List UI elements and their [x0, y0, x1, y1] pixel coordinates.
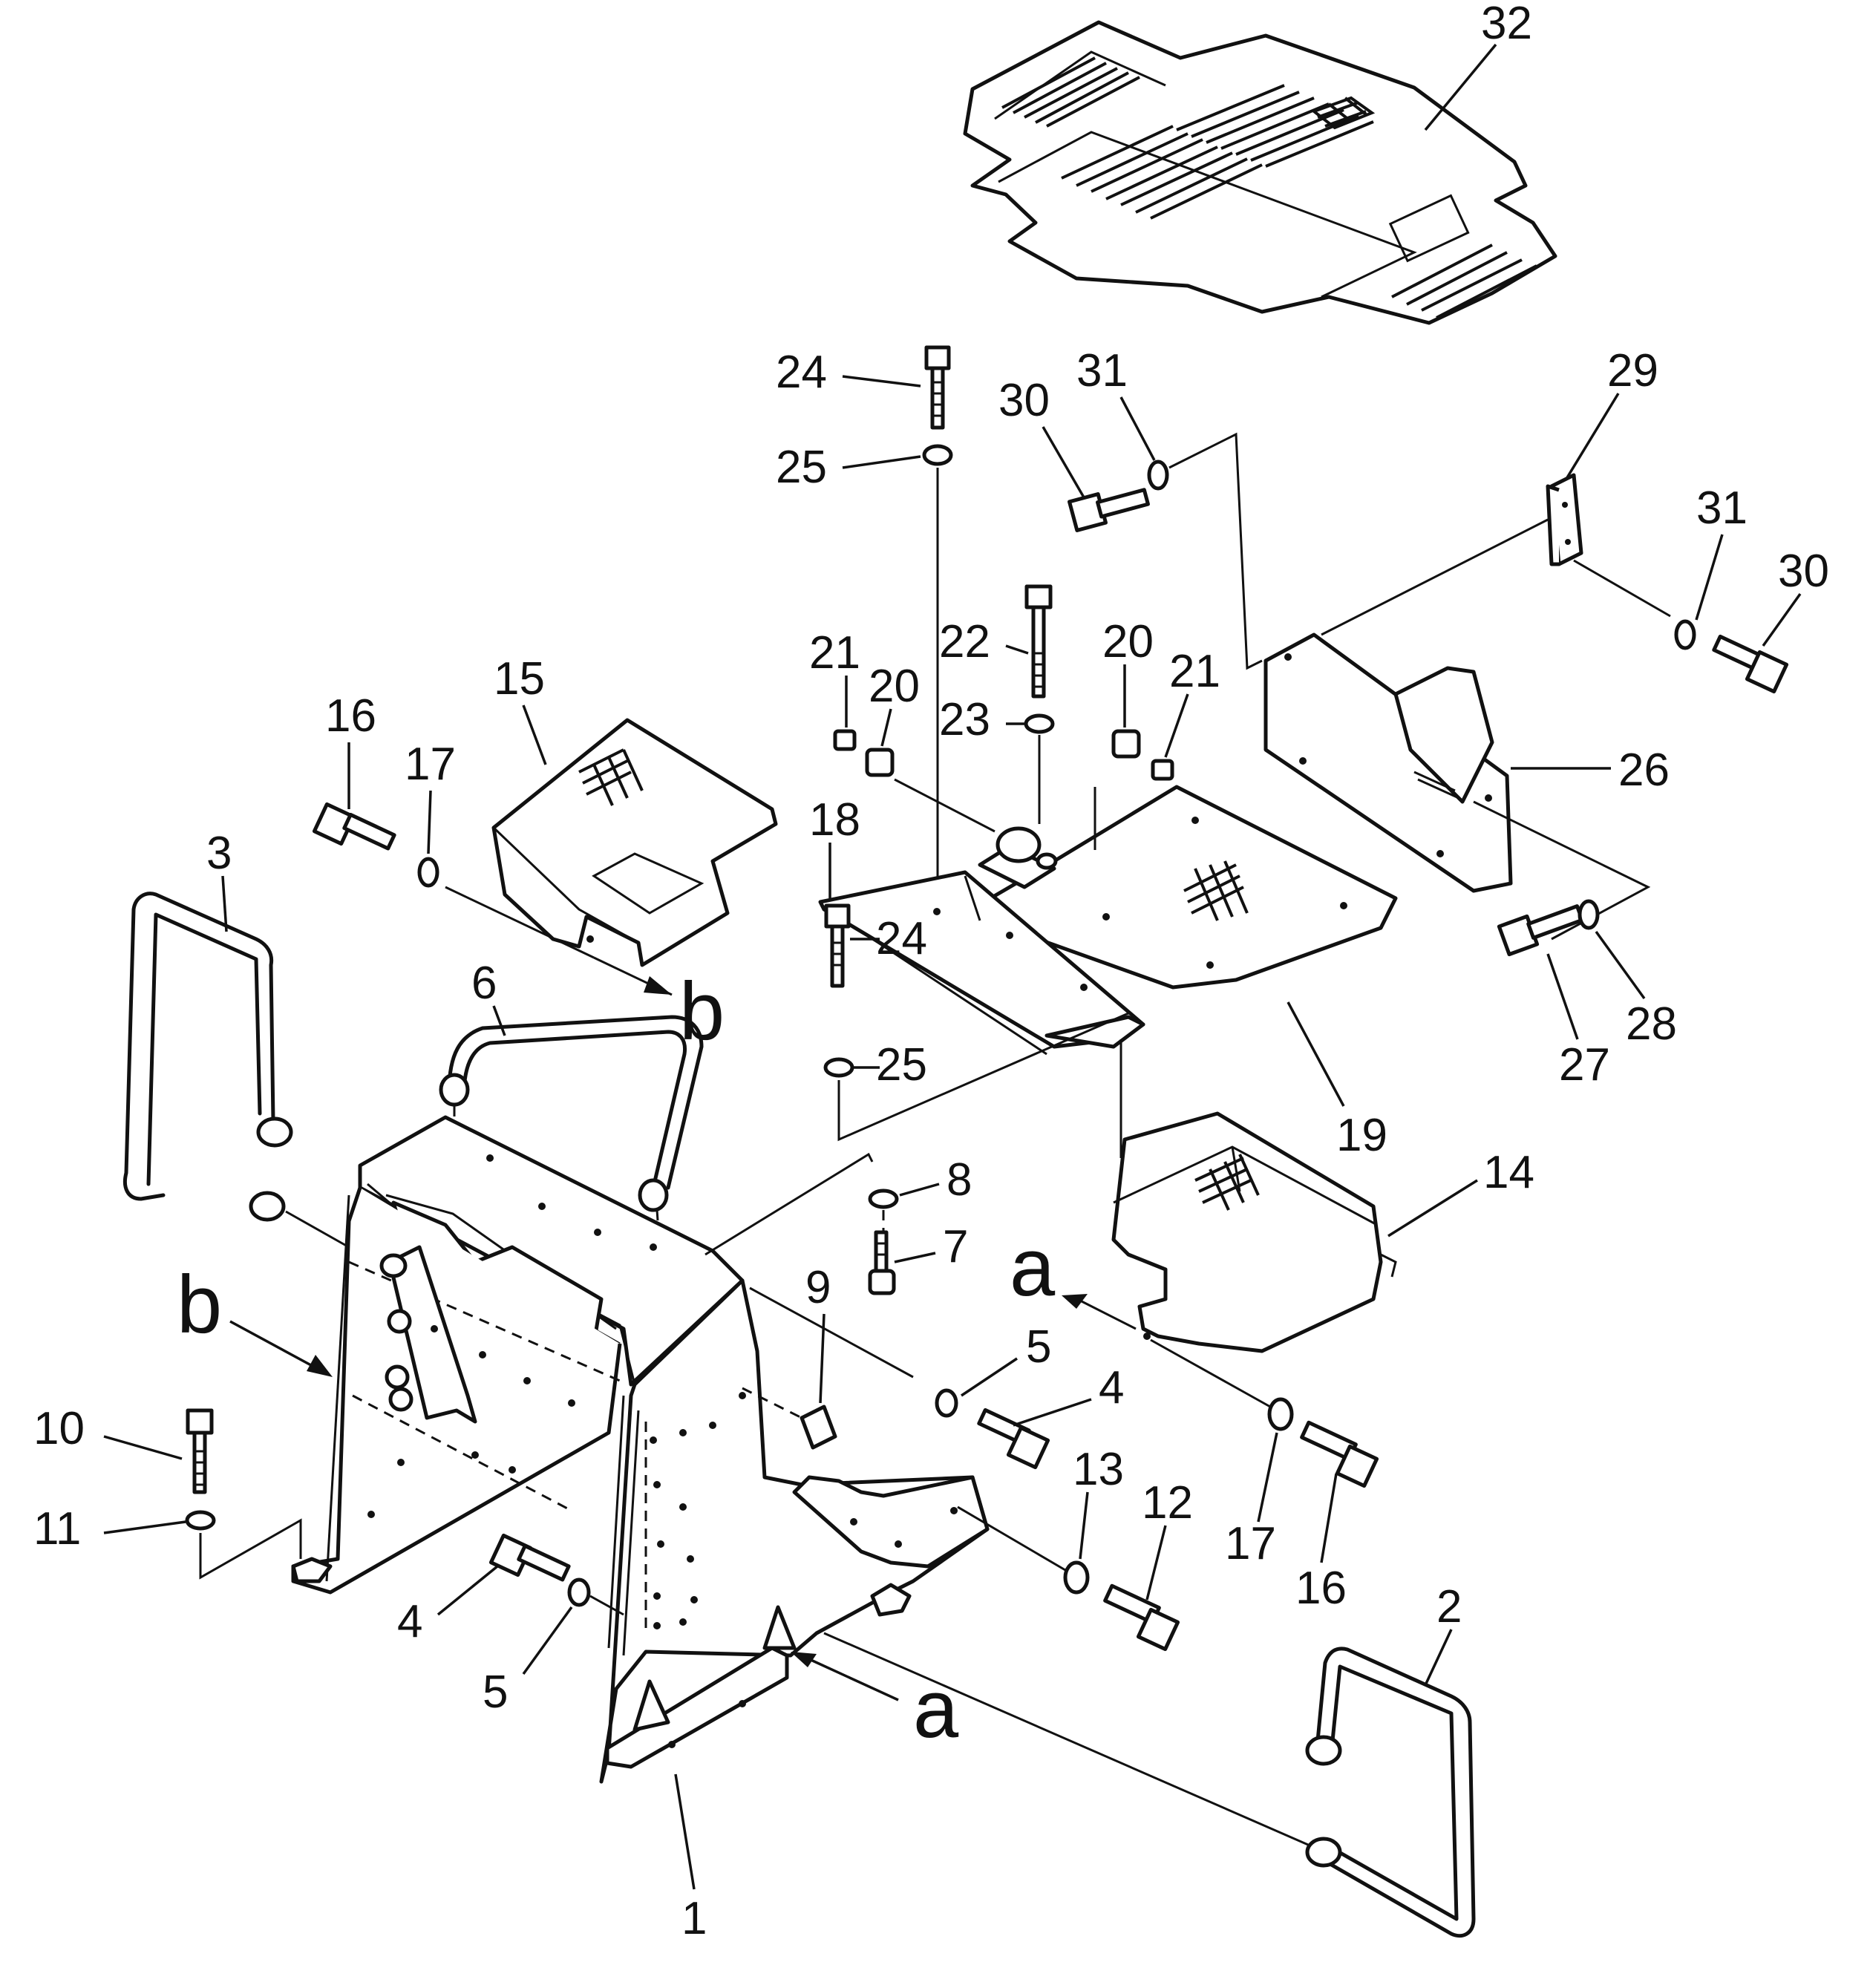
part-23-washer [1024, 713, 1055, 734]
label-19: 19 [1336, 1110, 1387, 1161]
label-21-right: 21 [1169, 646, 1220, 697]
part-25-washer-upper [922, 444, 953, 466]
part-14-cover [1111, 1111, 1397, 1353]
part-30-bolt-upper [1068, 488, 1150, 532]
label-4-upper: 4 [1099, 1362, 1124, 1413]
part-4-bolt-upper [977, 1407, 1050, 1470]
label-17-upper: 17 [405, 739, 456, 790]
part-5-washer-lower [567, 1577, 591, 1607]
label-25-upper: 25 [776, 442, 827, 493]
arrow-b-left [307, 1355, 333, 1377]
label-16-upper: 16 [325, 690, 376, 742]
part-16-bolt-upper [312, 802, 396, 851]
part-5-washer-upper [935, 1388, 958, 1418]
label-4-lower: 4 [397, 1596, 422, 1647]
part-31-washer-right [1674, 619, 1696, 650]
part-17-washer-upper [417, 857, 439, 888]
label-30-right: 30 [1778, 546, 1829, 597]
part-20-spacer-left [865, 748, 895, 777]
label-24-lower: 24 [876, 913, 927, 964]
label-6: 6 [471, 958, 497, 1009]
label-3: 3 [206, 828, 232, 879]
part-13-washer [1063, 1560, 1090, 1595]
view-a-lower: a [913, 1664, 959, 1755]
part-8-washer [868, 1188, 899, 1209]
part-32-floor-mat [963, 20, 1557, 325]
label-8: 8 [947, 1154, 972, 1206]
label-20-right: 20 [1102, 616, 1154, 667]
label-18: 18 [809, 794, 860, 846]
label-31-right: 31 [1696, 483, 1748, 534]
part-10-bolt [186, 1408, 214, 1494]
label-2: 2 [1436, 1581, 1462, 1632]
part-27-bolt [1497, 904, 1584, 957]
label-12: 12 [1142, 1477, 1193, 1528]
part-17-washer-right [1267, 1397, 1294, 1431]
label-9: 9 [805, 1262, 831, 1313]
label-32: 32 [1481, 0, 1532, 49]
part-31-washer-upper [1147, 460, 1169, 491]
label-22: 22 [939, 616, 990, 667]
label-26: 26 [1618, 745, 1670, 796]
part-20-spacer-right [1111, 729, 1141, 759]
label-31-upper: 31 [1076, 345, 1128, 396]
part-6-handrail [439, 1015, 704, 1212]
part-3-handrail [122, 892, 293, 1222]
label-16-right: 16 [1295, 1563, 1347, 1614]
label-23: 23 [939, 694, 990, 745]
part-28-washer [1578, 899, 1600, 930]
part-2-handrail [1305, 1647, 1476, 1938]
label-1: 1 [681, 1893, 707, 1944]
label-25-lower: 25 [876, 1039, 927, 1091]
label-7: 7 [943, 1221, 968, 1272]
part-16-bolt-right [1300, 1420, 1379, 1488]
label-27: 27 [1559, 1039, 1610, 1091]
part-29-bracket [1546, 473, 1583, 566]
part-9-nut [800, 1405, 837, 1450]
view-a-upper: a [1010, 1222, 1056, 1313]
leader-32 [1424, 43, 1497, 131]
label-5-upper: 5 [1026, 1321, 1051, 1373]
label-14: 14 [1483, 1147, 1534, 1198]
label-10: 10 [33, 1403, 85, 1454]
label-5-lower: 5 [483, 1667, 508, 1718]
label-30-upper: 30 [998, 375, 1050, 426]
part-21-nut-right [1151, 759, 1174, 781]
label-20-left: 20 [869, 661, 920, 712]
part-11-washer [185, 1510, 216, 1531]
part-19-floor-plate [963, 785, 1398, 990]
part-24-bolt-upper [924, 345, 951, 430]
part-12-bolt [1103, 1583, 1180, 1652]
part-26-side-plate [1263, 632, 1513, 893]
part-7-bolt [868, 1230, 896, 1295]
label-13: 13 [1073, 1444, 1124, 1495]
arrow-a-lower [791, 1652, 817, 1667]
label-29: 29 [1607, 345, 1658, 396]
part-22-bolt [1024, 584, 1053, 699]
label-15: 15 [494, 653, 545, 704]
part-15-cover [491, 718, 778, 967]
label-28: 28 [1626, 998, 1677, 1050]
part-1-console-frame [291, 1115, 990, 1784]
label-17-right: 17 [1225, 1518, 1276, 1569]
part-30-bolt-right [1712, 634, 1789, 694]
part-21-nut-left [833, 729, 857, 751]
view-b-left: b [177, 1259, 222, 1350]
part-4-bolt-lower [488, 1533, 571, 1582]
part-25-washer-lower [823, 1057, 854, 1078]
part-20-hinge-block [978, 826, 1058, 889]
label-24-upper: 24 [776, 347, 827, 398]
label-21-left: 21 [809, 627, 860, 679]
label-11: 11 [33, 1503, 81, 1554]
part-24-bolt-lower [824, 903, 851, 988]
arrow-b-upper [644, 976, 672, 995]
arrow-a-upper [1062, 1294, 1088, 1309]
